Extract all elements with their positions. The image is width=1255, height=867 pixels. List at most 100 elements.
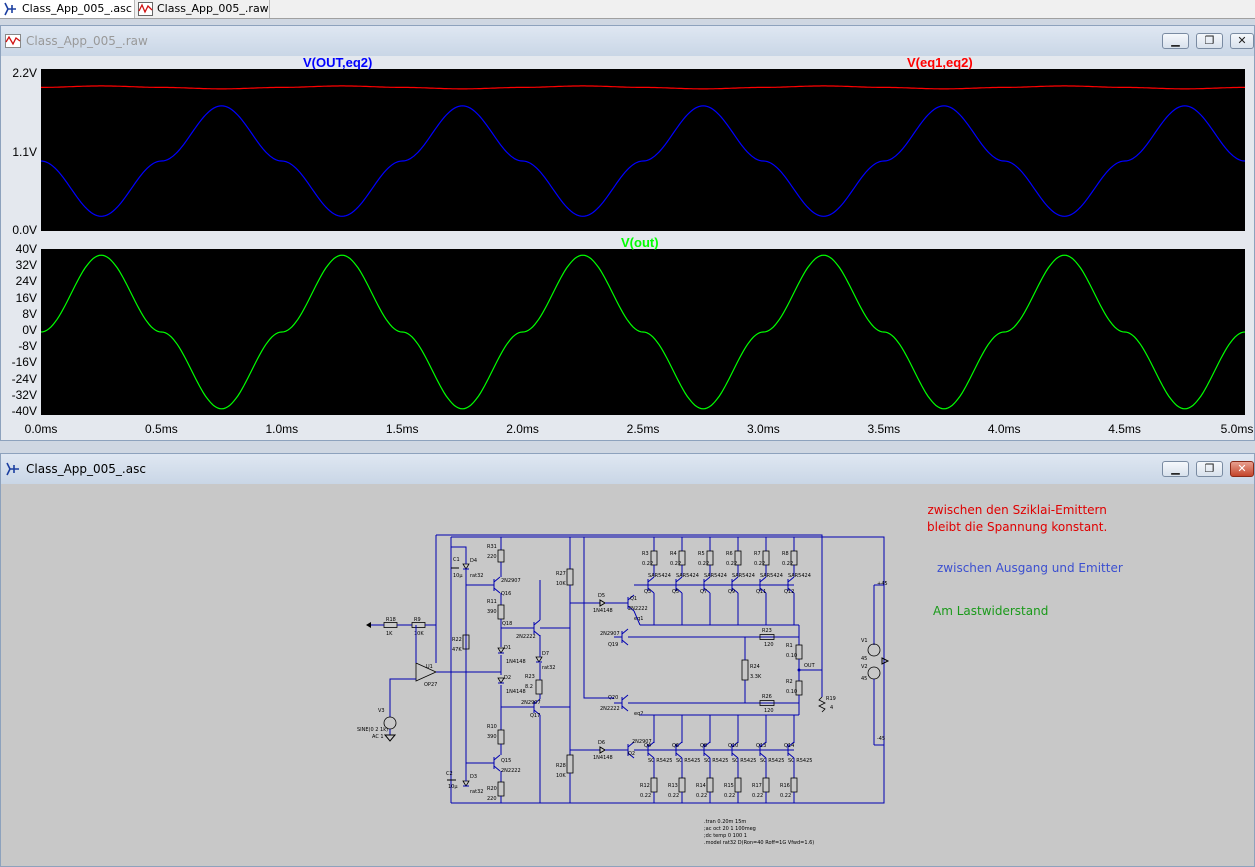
component-label: 1N4148 [506, 689, 526, 695]
trace-label-vout[interactable]: V(out) [621, 235, 659, 250]
component-label: Q9 [728, 589, 735, 595]
component-label: 0.22 [696, 793, 707, 799]
component-label: D3 [470, 774, 477, 780]
x-tick-label: 0.5ms [145, 422, 178, 436]
transistor-emitter [703, 752, 711, 759]
transistor-emitter [787, 752, 795, 759]
component-label: rat32 [470, 573, 483, 579]
component-label: 120 [764, 708, 774, 714]
minimize-button[interactable]: ▁ [1162, 33, 1189, 49]
component-label: Q16 [501, 591, 511, 597]
resistor-r24 [741, 659, 749, 681]
x-tick-label: 1.5ms [385, 422, 419, 436]
trace-label-veq1-eq2[interactable]: V(eq1,eq2) [907, 55, 973, 70]
tab-schematic[interactable]: Class_App_005_.asc [0, 0, 135, 18]
component-label: 0.22 [752, 793, 763, 799]
schematic-window-titlebar[interactable]: Class_App_005_.asc ▁ ❐ ✕ [1, 454, 1254, 484]
component-label: R15 [724, 783, 734, 789]
component-label: 2N2222 [600, 706, 620, 712]
component-label: SC R5425 [788, 758, 812, 764]
component-label: R22 [452, 637, 462, 643]
transistor-emitter [493, 587, 501, 594]
transistor-emitter [493, 765, 501, 772]
component-label: SAR5424 [676, 573, 699, 579]
transistor-collector [493, 754, 501, 761]
component-label: SC R5425 [760, 758, 784, 764]
transistor-emitter [533, 630, 541, 637]
annotation-emitter-note: zwischen den Sziklai-Emittern bleibt die… [927, 503, 1108, 534]
component-label: D4 [470, 558, 477, 564]
component-label: 10K [414, 631, 424, 637]
x-tick-label: 3.0ms [747, 422, 780, 436]
resistor-r17 [762, 777, 770, 793]
component-label: 2N2907 [501, 578, 521, 584]
x-tick-label: 2.5ms [626, 422, 660, 436]
component-label: rat32 [470, 789, 483, 795]
component-label: 45 [861, 676, 867, 682]
restore-button[interactable]: ❐ [1196, 33, 1223, 49]
y-tick-label: -40V [11, 404, 37, 418]
top-plot-area[interactable] [40, 69, 1246, 231]
x-tick-label: 5.0ms [1220, 422, 1254, 436]
component-label: Q11 [756, 589, 766, 595]
restore-button[interactable]: ❐ [1196, 461, 1223, 477]
component-label: D5 [598, 593, 605, 599]
transistor-collector [533, 619, 541, 626]
component-label: R20 [487, 786, 497, 792]
schematic-window-title: Class_App_005_.asc [26, 462, 146, 476]
component-label: 10K [556, 773, 566, 779]
waveform-window-titlebar[interactable]: Class_App_005_.raw ▁ ❐ ✕ [1, 26, 1254, 56]
resistor-r11 [497, 604, 505, 620]
trace-label-vout-eq2[interactable]: V(OUT,eq2) [303, 55, 373, 70]
component-label: Q13 [756, 743, 766, 749]
transistor-collector [731, 741, 739, 748]
bottom-plot-area[interactable] [40, 249, 1246, 415]
transistor-collector [647, 741, 655, 748]
component-label: AC 1 [372, 734, 384, 740]
resistor-r13 [678, 777, 686, 793]
transistor-emitter [621, 639, 629, 646]
component-label: 390 [487, 734, 497, 740]
spice-directive: .tran 0.20m 15m [704, 819, 746, 825]
close-button[interactable]: ✕ [1230, 33, 1254, 49]
transistor-collector [675, 741, 683, 748]
component-label: SC R5425 [648, 758, 672, 764]
component-label: 0.10 [786, 689, 797, 695]
component-label: Q8 [700, 743, 707, 749]
component-label: R17 [752, 783, 762, 789]
wire [633, 610, 641, 626]
annotation-output-emitter: zwischen Ausgang und Emitter [937, 561, 1123, 575]
y-tick-label: 0V [22, 323, 37, 337]
schematic-icon [4, 2, 16, 16]
resistor-r26 [759, 700, 775, 706]
component-label: Q19 [608, 642, 618, 648]
component-label: V3 [378, 708, 385, 714]
minimize-button[interactable]: ▁ [1162, 461, 1189, 477]
component-label: 10µ [453, 573, 463, 579]
wire [583, 537, 614, 699]
transistor-collector [759, 741, 767, 748]
transistor-emitter [675, 752, 683, 759]
component-label: SAR5424 [704, 573, 727, 579]
component-label: 0.22 [670, 561, 681, 567]
component-label: rat32 [542, 665, 555, 671]
component-label: 2N2907 [521, 700, 541, 706]
transistor-emitter [675, 587, 683, 594]
close-button[interactable]: ✕ [1230, 461, 1254, 477]
component-label: R18 [386, 617, 396, 623]
component-label: Q15 [501, 758, 511, 764]
tab-waveform[interactable]: Class_App_005_.raw [135, 0, 270, 18]
voltage-source-v2 [867, 666, 881, 680]
component-label: R27 [556, 571, 566, 577]
component-label: R2 [786, 679, 793, 685]
y-tick-label: -16V [11, 355, 37, 370]
diode-d6 [599, 746, 606, 754]
ground-arrow-icon [366, 622, 371, 628]
series-line-vout [40, 254, 1246, 410]
voltage-source-v1 [867, 643, 881, 657]
resistor-r12 [650, 777, 658, 793]
component-label: R1 [786, 643, 793, 649]
transistor-collector [787, 741, 795, 748]
schematic-drawing: R31220C110µD4rat322N2907Q16R11390D11N414… [357, 534, 890, 846]
